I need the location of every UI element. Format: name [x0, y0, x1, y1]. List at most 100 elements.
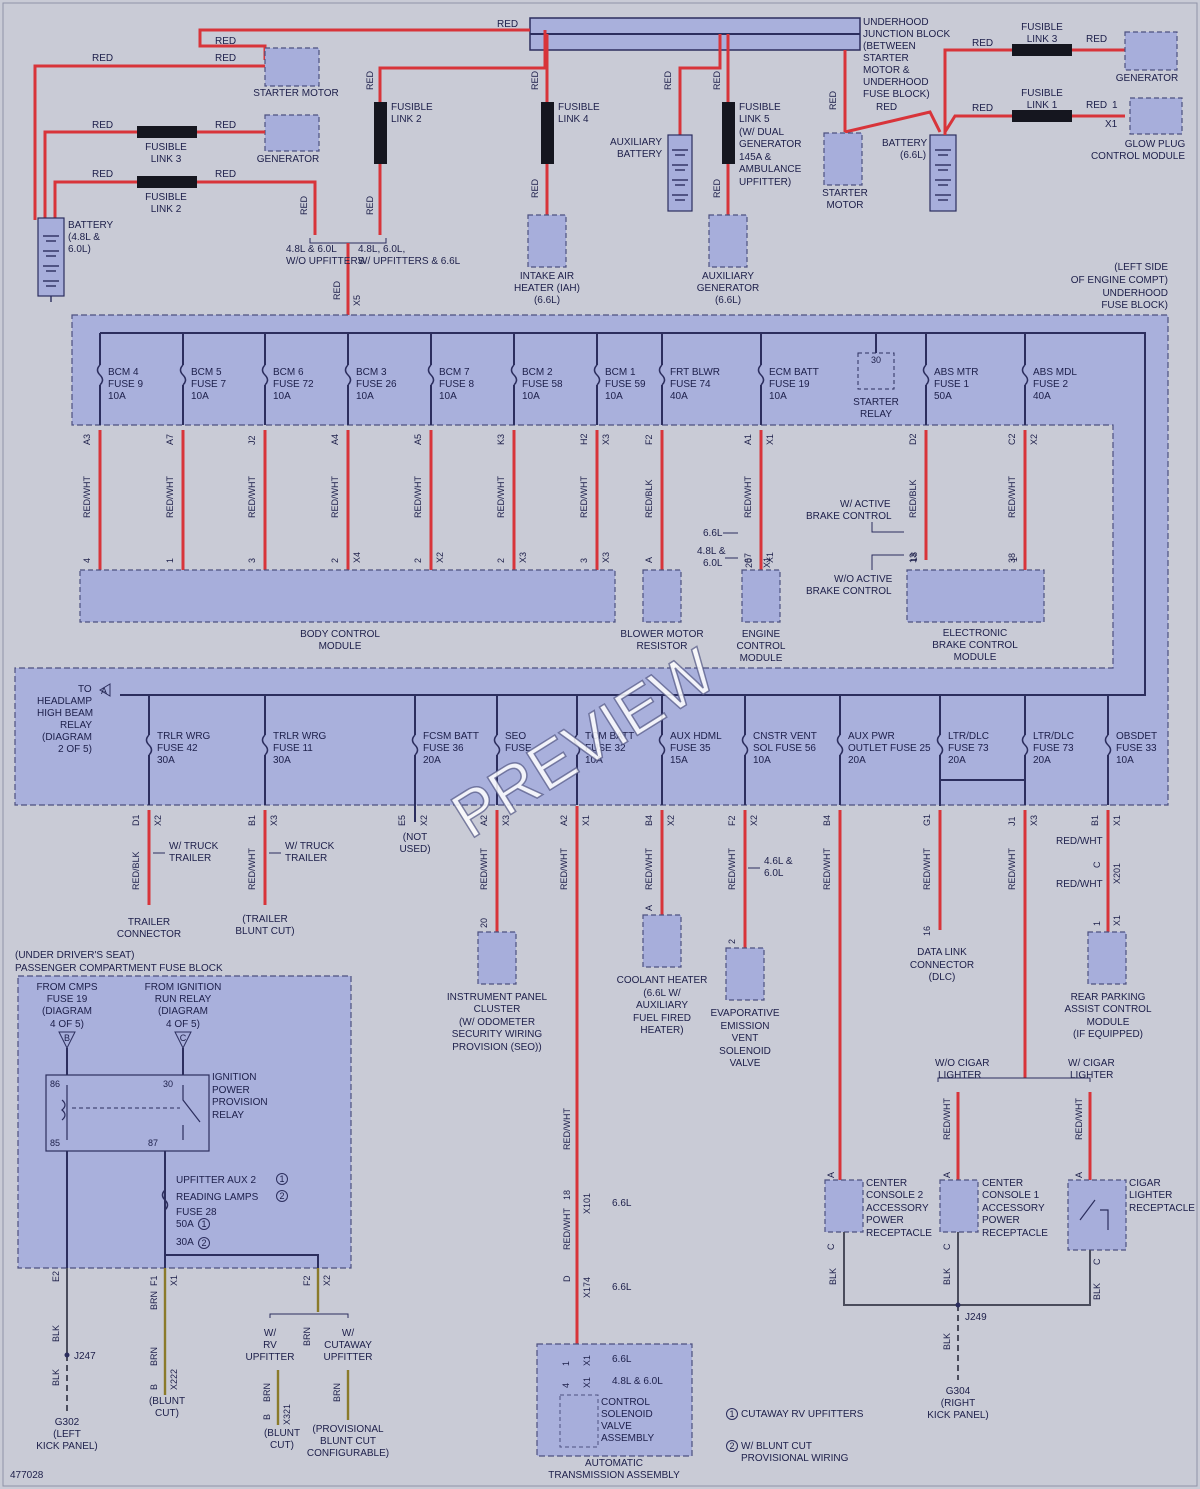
- fuse-label: 10A: [753, 755, 771, 766]
- svg-text:VALVE: VALVE: [601, 1421, 632, 1432]
- fuse-symbol: [658, 734, 666, 756]
- connector-label: X3: [1029, 815, 1039, 826]
- g304-label: G304: [946, 1386, 971, 1397]
- wire-color-label: RED: [876, 102, 897, 113]
- connector-label: X3: [601, 552, 611, 563]
- fuse-label: LTR/DLC: [948, 731, 989, 742]
- intake-air-heater: [527, 214, 567, 268]
- diagram-id: 477028: [10, 1470, 44, 1481]
- battery-left: [37, 217, 65, 297]
- trailer-note: W/ TRUCK: [285, 841, 335, 852]
- cigar-variant-label: W/O CIGAR: [935, 1058, 989, 1069]
- passenger-block-title: (UNDER DRIVER'S SEAT): [15, 950, 135, 961]
- pin-label: E5: [397, 815, 407, 826]
- instrument-panel-cluster: [477, 931, 517, 985]
- ebcm-label: BRAKE CONTROL: [932, 640, 1018, 651]
- svg-text:POWER: POWER: [212, 1085, 250, 1096]
- fuse-symbol: [922, 364, 930, 386]
- wire-color-label: RED: [215, 53, 236, 64]
- fuse-symbol: [411, 734, 419, 756]
- ecm-label: ENGINE: [742, 629, 781, 640]
- cigar-label: CIGAR LIGHTER RECEPTACLE: [1129, 1178, 1195, 1214]
- console2-label: CENTER CONSOLE 2 ACCESSORY POWER RECEPTA…: [866, 1178, 932, 1239]
- fuse-symbol: [427, 364, 435, 386]
- wire-color-label: BRN: [302, 1327, 312, 1346]
- svg-text:AUXILIARY: AUXILIARY: [636, 1000, 688, 1011]
- fuse-label: FUSE 42: [157, 743, 198, 754]
- aux-generator-label: (6.6L): [715, 295, 741, 306]
- svg-text:(BETWEEN: (BETWEEN: [863, 41, 916, 52]
- wire-color-label: RED/BLK: [908, 479, 918, 518]
- fuse-label: TRLR WRG: [157, 731, 211, 742]
- wire-starter-battery-right: [844, 110, 942, 134]
- legend-circle: [726, 1440, 738, 1452]
- svg-text:AMBULANCE: AMBULANCE: [739, 164, 802, 175]
- svg-text:REAR PARKING: REAR PARKING: [1071, 992, 1146, 1003]
- splice-j249: [955, 1302, 961, 1308]
- wire-color-label: RED/WHT: [1007, 476, 1017, 518]
- fuse-label: BCM 1: [605, 367, 636, 378]
- upper-fuse-wires: A3RED/WHT4A7RED/WHT1J2RED/WHT3A4RED/WHT2…: [82, 430, 1039, 570]
- aux-generator-label: AUXILIARY: [702, 271, 754, 282]
- wire-color-label: RED/WHT: [562, 1108, 572, 1150]
- svg-text:RELAY: RELAY: [212, 1110, 244, 1121]
- wire-color-label: RED/WHT: [247, 476, 257, 518]
- pin-label: 1: [1112, 100, 1118, 111]
- upfitter-label: W/ UPFITTERS & 6.6L: [358, 256, 461, 267]
- pin-label: 2: [727, 939, 737, 944]
- svg-text:50A: 50A: [176, 1219, 194, 1230]
- fuse-label: 15A: [670, 755, 688, 766]
- g304-label: KICK PANEL): [927, 1410, 989, 1421]
- fuse-label: LTR/DLC: [1033, 731, 1074, 742]
- off-page-b-icon: [58, 1031, 76, 1050]
- starter-relay-label: RELAY: [860, 409, 892, 420]
- svg-text:(DIAGRAM: (DIAGRAM: [42, 1006, 92, 1017]
- legend-number: 2: [729, 1441, 734, 1451]
- fusible-link-label: FUSIBLE: [558, 102, 600, 113]
- svg-text:RECEPTACLE: RECEPTACLE: [1129, 1203, 1195, 1214]
- wire-color-label: RED/WHT: [922, 848, 932, 890]
- fuse-label: BCM 6: [273, 367, 304, 378]
- fuse-label: FUSE 2: [1033, 379, 1068, 390]
- wire-color-label: RED: [365, 195, 375, 215]
- svg-text:INSTRUMENT PANEL: INSTRUMENT PANEL: [447, 992, 548, 1003]
- bcm-label: BODY CONTROL: [300, 629, 380, 640]
- svg-text:MOTOR &: MOTOR &: [863, 65, 910, 76]
- wire-battery-fl3-right: [943, 48, 1012, 135]
- fuse-label: OUTLET FUSE 25: [848, 743, 931, 754]
- connector-label: X1: [1112, 815, 1122, 826]
- connector-label: X1: [765, 434, 775, 445]
- wire-color-label: RED/WHT: [559, 848, 569, 890]
- pin-label: 1: [561, 1361, 571, 1366]
- fuse-label: BCM 5: [191, 367, 222, 378]
- engine-control-module: [741, 569, 781, 623]
- svg-text:GENERATOR: GENERATOR: [739, 139, 801, 150]
- bluntcut-label: (BLUNT: [149, 1396, 185, 1407]
- fuse-label: 20A: [423, 755, 441, 766]
- fuse-label: 10A: [439, 391, 457, 402]
- ecm-variant-label: 4.8L &: [697, 546, 726, 557]
- trailer-connector-label: TRAILER: [128, 917, 170, 928]
- g302-label: G302: [55, 1417, 80, 1428]
- ecm-label: CONTROL: [737, 641, 786, 652]
- fuse-label: 50A: [934, 391, 952, 402]
- fuse-label: FUSE 1: [934, 379, 969, 390]
- fuse-symbol: [593, 364, 601, 386]
- svg-text:FROM CMPS: FROM CMPS: [36, 982, 97, 993]
- rv-label: W/ RV UPFITTER: [246, 1328, 295, 1363]
- fuse-symbol: [1104, 734, 1112, 756]
- connector-label: X101: [582, 1193, 592, 1214]
- fuse-symbol: [1021, 734, 1029, 756]
- svg-text:4 OF 5): 4 OF 5): [166, 1019, 200, 1030]
- pin-label: 1: [1092, 921, 1102, 926]
- ecm-variant-label: 6.6L: [703, 528, 723, 539]
- center-console-1-receptacle: [939, 1179, 979, 1233]
- headlamp-label: TO HEADLAMP HIGH BEAM RELAY (DIAGRAM 2 O…: [37, 684, 93, 755]
- pin-label: 67: [743, 553, 753, 563]
- trailer-bluntcut-label: (TRAILER: [242, 914, 288, 925]
- fusible-link-label: FUSIBLE: [145, 192, 187, 203]
- battery-left-label: 6.0L): [68, 244, 91, 255]
- glow-plug-control-module: [1129, 97, 1183, 135]
- pin-label: C2: [1007, 433, 1017, 445]
